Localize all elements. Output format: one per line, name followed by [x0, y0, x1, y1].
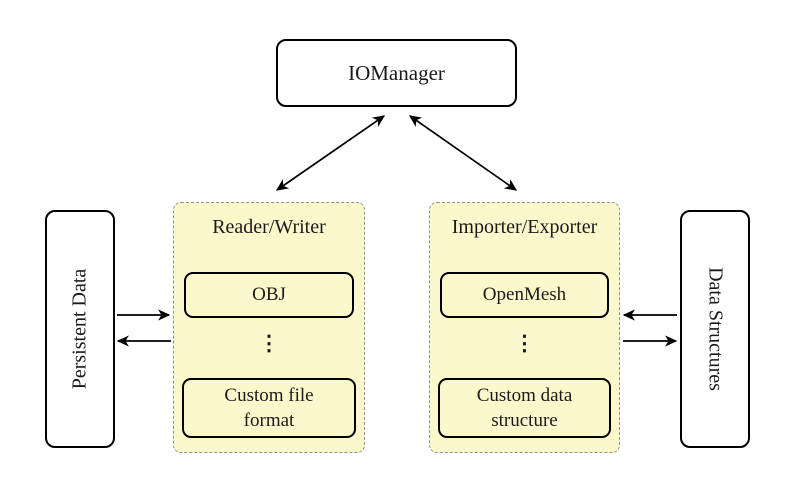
- vdots-importer-exporter: ⋮: [514, 331, 535, 355]
- node-iomanager: IOManager: [276, 39, 517, 107]
- node-custom-data-structure: Custom data structure: [438, 378, 611, 438]
- node-obj: OBJ: [184, 272, 354, 318]
- node-obj-label: OBJ: [252, 284, 286, 306]
- node-persistent-data: Persistent Data: [45, 210, 115, 448]
- node-data-structures-label: Data Structures: [704, 267, 727, 391]
- group-importer-exporter-title: Importer/Exporter: [451, 216, 598, 238]
- node-persistent-data-label: Persistent Data: [68, 268, 91, 390]
- group-importer-exporter: Importer/Exporter OpenMesh ⋮ Custom data…: [429, 202, 620, 453]
- node-data-structures: Data Structures: [680, 210, 750, 448]
- arrow-iomanager-readerwriter: [275, 115, 386, 191]
- node-iomanager-label: IOManager: [348, 60, 445, 85]
- node-custom-file-format: Custom file format: [182, 378, 356, 438]
- arrow-iomanager-importerexporter: [408, 115, 518, 191]
- node-custom-data-structure-label: Custom data structure: [476, 384, 573, 431]
- group-reader-writer: Reader/Writer OBJ ⋮ Custom file format: [173, 202, 365, 453]
- node-custom-file-format-label: Custom file format: [224, 384, 314, 431]
- group-reader-writer-title: Reader/Writer: [212, 216, 326, 238]
- vdots-reader-writer: ⋮: [258, 331, 280, 355]
- node-openmesh-label: OpenMesh: [482, 284, 567, 306]
- node-openmesh: OpenMesh: [440, 272, 609, 318]
